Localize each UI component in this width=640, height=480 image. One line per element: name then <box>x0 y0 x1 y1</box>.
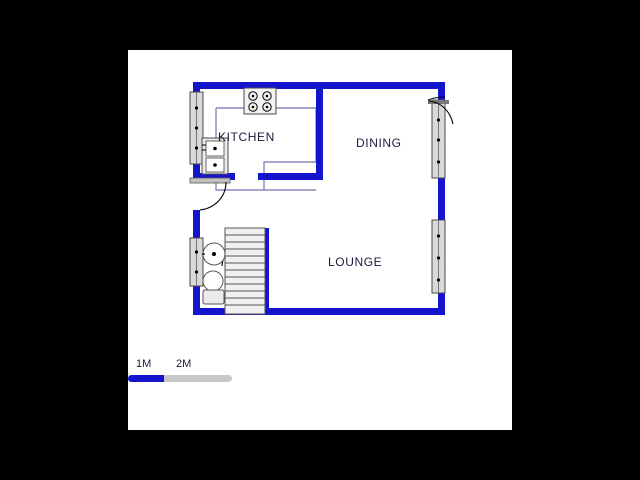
door-entry <box>189 177 231 211</box>
wall-right-upper <box>438 82 445 100</box>
window-dining-right <box>428 99 449 179</box>
wall-bottom <box>193 308 445 315</box>
scale-bar-fill <box>128 375 164 382</box>
staircase-icon <box>224 227 266 315</box>
kitchen-counter-outline <box>215 107 317 191</box>
wall-kitchen-south-right <box>258 173 323 180</box>
wash-basin-icon <box>202 242 226 266</box>
floor-plan-canvas: KITCHEN DINING LOUNGE <box>128 50 512 430</box>
scale-tick-1m: 1M <box>136 358 152 370</box>
floor-plan-drawing <box>189 82 454 315</box>
room-label-kitchen: KITCHEN <box>218 130 275 144</box>
room-label-lounge: LOUNGE <box>328 255 383 269</box>
wall-kitchen-south-left <box>193 173 235 180</box>
window-stair-left <box>189 237 204 287</box>
scale-bar-group: 1M 2M <box>128 358 238 390</box>
window-lounge-right <box>431 219 446 294</box>
room-label-dining: DINING <box>356 136 402 150</box>
wall-right-lower <box>438 293 445 315</box>
scale-tick-2m: 2M <box>176 358 192 370</box>
window-kitchen-left <box>189 91 204 165</box>
toilet-icon <box>202 270 225 305</box>
stove-icon <box>243 87 277 115</box>
wall-kitchen-dining <box>316 82 323 180</box>
wall-right-middle <box>438 178 445 220</box>
door-dining <box>427 96 454 125</box>
kitchen-sink-icon <box>201 137 229 175</box>
scale-bar-track <box>128 375 232 382</box>
